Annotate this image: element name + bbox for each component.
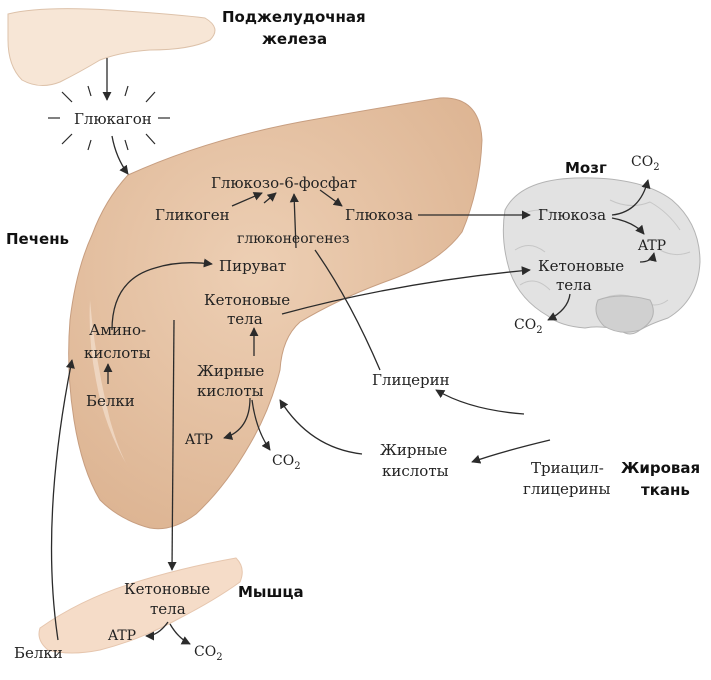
arrows	[50, 58, 657, 645]
glycogen-label: Гликоген	[155, 206, 230, 224]
co2-muscle-label: CO2	[194, 644, 223, 663]
proteins-muscle-label: Белки	[14, 644, 63, 662]
triacylglycerols-label: Триацил- глицерины	[523, 459, 611, 498]
atp-brain-label: ATP	[637, 238, 666, 254]
glucagon-burst	[48, 85, 170, 151]
glucagon-label: Глюкагон	[74, 110, 152, 128]
fatty-acids-liver-label: Жирные кислоты	[197, 362, 269, 400]
atp-muscle-label: ATP	[107, 628, 136, 644]
pancreas-title: Поджелудочная железа	[222, 8, 371, 48]
muscle-title: Мышца	[238, 583, 304, 601]
glucose-6-phosphate-label: Глюкозо-6-фосфат	[211, 174, 357, 192]
cerebellum-shape	[595, 295, 654, 333]
pancreas-shape	[7, 8, 216, 86]
glucose-brain-label: Глюкоза	[538, 206, 606, 224]
co2-brain-top-label: CO2	[631, 154, 660, 173]
adipose-title: Жировая ткань	[621, 459, 705, 499]
co2-liver-label: CO2	[272, 453, 301, 472]
liver-highlight	[89, 300, 130, 470]
ketone-bodies-muscle-label: Кетоновые тела	[124, 580, 215, 618]
glycerol-label: Глицерин	[372, 371, 450, 389]
atp-liver-label: ATP	[184, 432, 213, 448]
liver-shape	[68, 97, 483, 530]
amino-acids-label: Амино- кислоты	[84, 321, 151, 362]
brain-title: Мозг	[565, 159, 607, 177]
brain-shape	[502, 177, 701, 335]
proteins-liver-label: Белки	[86, 392, 135, 410]
ketone-bodies-liver-label: Кетоновые тела	[204, 291, 295, 328]
pyruvate-label: Пируват	[219, 257, 286, 275]
glucose-liver-label: Глюкоза	[345, 206, 413, 224]
fatty-acids-adipose-label: Жирные кислоты	[380, 441, 452, 480]
co2-brain-bottom-label: CO2	[514, 317, 543, 336]
gluconeogenesis-label: глюконеогенез	[237, 231, 350, 247]
liver-title: Печень	[6, 230, 69, 248]
muscle-shape	[38, 557, 243, 654]
ketone-bodies-brain-label: Кетоновые тела	[538, 257, 629, 294]
